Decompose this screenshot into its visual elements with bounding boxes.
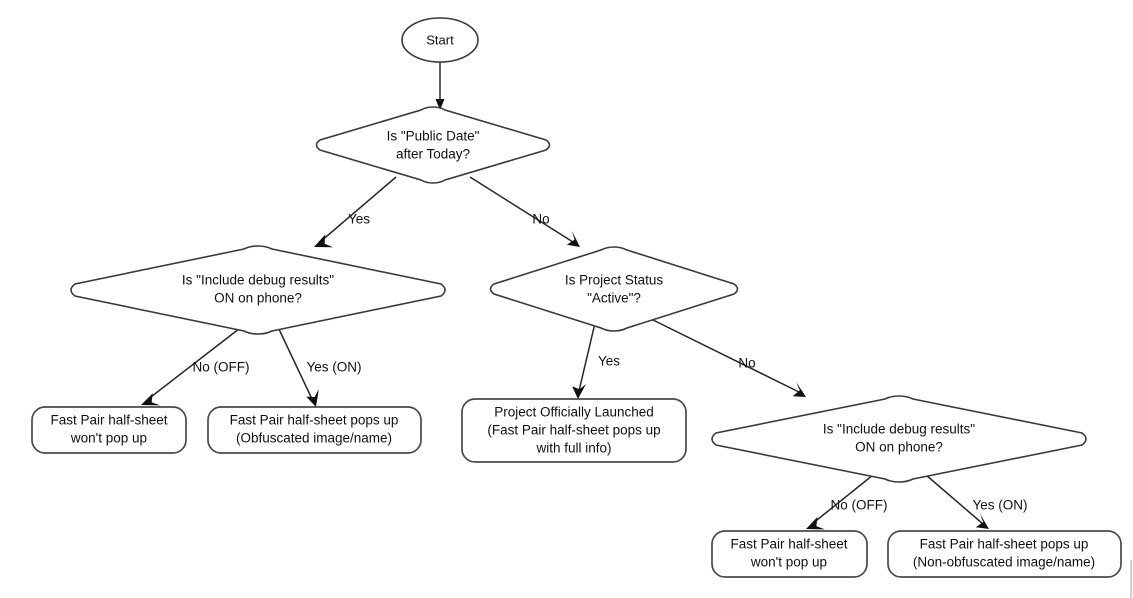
node-label-line-2: (Fast Pair half-sheet pops up — [487, 423, 660, 438]
edge-line — [650, 318, 800, 393]
outcome-box[interactable] — [887, 530, 1122, 578]
node-label-line-1: Fast Pair half-sheet pops up — [230, 413, 399, 428]
node-outcome-right-off[interactable]: Fast Pair half-sheet won't pop up — [711, 530, 868, 578]
edge-line — [811, 474, 874, 525]
arrow-head-icon — [435, 99, 445, 110]
edge-project-status-no: No — [650, 318, 806, 397]
edge-line — [469, 176, 574, 243]
arrow-head-icon — [306, 389, 319, 407]
edge-label-yes-on: Yes (ON) — [972, 498, 1027, 513]
node-label-line-1: Is "Include debug results" — [823, 422, 975, 437]
nodes-layer: Start Is "Public Date" after Today? Is "… — [31, 17, 1122, 578]
node-label-line-3: with full info) — [535, 441, 611, 456]
edge-label-yes-on: Yes (ON) — [306, 360, 361, 375]
edge-label-no: No — [738, 356, 755, 371]
edge-line — [276, 324, 313, 400]
outcome-box[interactable] — [207, 406, 422, 454]
node-label-line-2: after Today? — [396, 147, 470, 162]
edge-debug-left-no-off: No (OFF) — [141, 324, 250, 406]
edges-layer: Yes No No (OFF) Yes (ON) Yes — [141, 62, 1028, 530]
node-label: Start — [426, 32, 454, 47]
arrow-head-icon — [566, 230, 580, 247]
arrow-head-icon — [141, 393, 161, 406]
arrow-head-icon — [314, 234, 334, 248]
node-label-line-1: Fast Pair half-sheet pops up — [920, 537, 1089, 552]
arrow-head-icon — [792, 381, 806, 397]
node-label-line-1: Fast Pair half-sheet — [730, 537, 847, 552]
edge-label-yes: Yes — [598, 354, 620, 369]
edge-public-date-yes: Yes — [314, 176, 397, 248]
decision-diamond[interactable] — [315, 106, 551, 184]
edge-line — [578, 322, 596, 392]
node-label-line-1: Is "Include debug results" — [182, 273, 334, 288]
node-label-line-2: won't pop up — [750, 555, 827, 570]
edge-label-yes: Yes — [348, 212, 370, 227]
node-start[interactable]: Start — [401, 17, 479, 63]
edge-line — [925, 474, 984, 525]
node-outcome-left-on[interactable]: Fast Pair half-sheet pops up (Obfuscated… — [207, 406, 422, 454]
node-outcome-project-launched[interactable]: Project Officially Launched (Fast Pair h… — [461, 398, 687, 463]
node-decision-public-date[interactable]: Is "Public Date" after Today? — [315, 106, 551, 184]
node-decision-debug-results-right[interactable]: Is "Include debug results" ON on phone? — [711, 395, 1087, 483]
node-label-line-2: (Non-obfuscated image/name) — [913, 555, 1095, 570]
outcome-box[interactable] — [461, 398, 687, 463]
node-decision-debug-results-left[interactable]: Is "Include debug results" ON on phone? — [70, 245, 446, 335]
arrow-head-icon — [806, 517, 825, 530]
node-label-line-1: Is Project Status — [565, 273, 664, 288]
edge-debug-right-no-off: No (OFF) — [806, 474, 888, 530]
node-label-line-1: Is "Public Date" — [387, 129, 480, 144]
node-label-line-1: Project Officially Launched — [494, 405, 654, 420]
edge-label-no: No — [532, 212, 549, 227]
edge-label-no-off: No (OFF) — [831, 498, 888, 513]
edge-project-status-yes: Yes — [572, 322, 620, 399]
node-label-line-2: won't pop up — [70, 431, 147, 446]
outcome-box[interactable] — [31, 406, 187, 454]
edge-line — [319, 176, 397, 243]
node-decision-project-status[interactable]: Is Project Status "Active"? — [489, 246, 739, 332]
node-outcome-right-on[interactable]: Fast Pair half-sheet pops up (Non-obfusc… — [887, 530, 1122, 578]
outcome-box[interactable] — [711, 530, 868, 578]
decision-diamond[interactable] — [70, 245, 446, 335]
node-label-line-2: (Obfuscated image/name) — [236, 431, 392, 446]
arrow-head-icon — [572, 384, 586, 399]
edge-start-to-public-date — [435, 62, 445, 110]
edge-debug-right-yes-on: Yes (ON) — [925, 474, 1028, 529]
node-label-line-1: Fast Pair half-sheet — [50, 413, 167, 428]
edge-label-no-off: No (OFF) — [193, 360, 250, 375]
node-label-line-2: ON on phone? — [855, 440, 943, 455]
edge-line — [146, 324, 245, 401]
decision-diamond[interactable] — [489, 246, 739, 332]
node-outcome-left-off[interactable]: Fast Pair half-sheet won't pop up — [31, 406, 187, 454]
node-label-line-2: ON on phone? — [214, 291, 302, 306]
edge-debug-left-yes-on: Yes (ON) — [276, 324, 362, 407]
decision-diamond[interactable] — [711, 395, 1087, 483]
start-ellipse[interactable] — [401, 17, 479, 63]
edge-public-date-no: No — [469, 176, 580, 247]
arrow-head-icon — [975, 513, 989, 529]
node-label-line-2: "Active"? — [587, 291, 641, 306]
